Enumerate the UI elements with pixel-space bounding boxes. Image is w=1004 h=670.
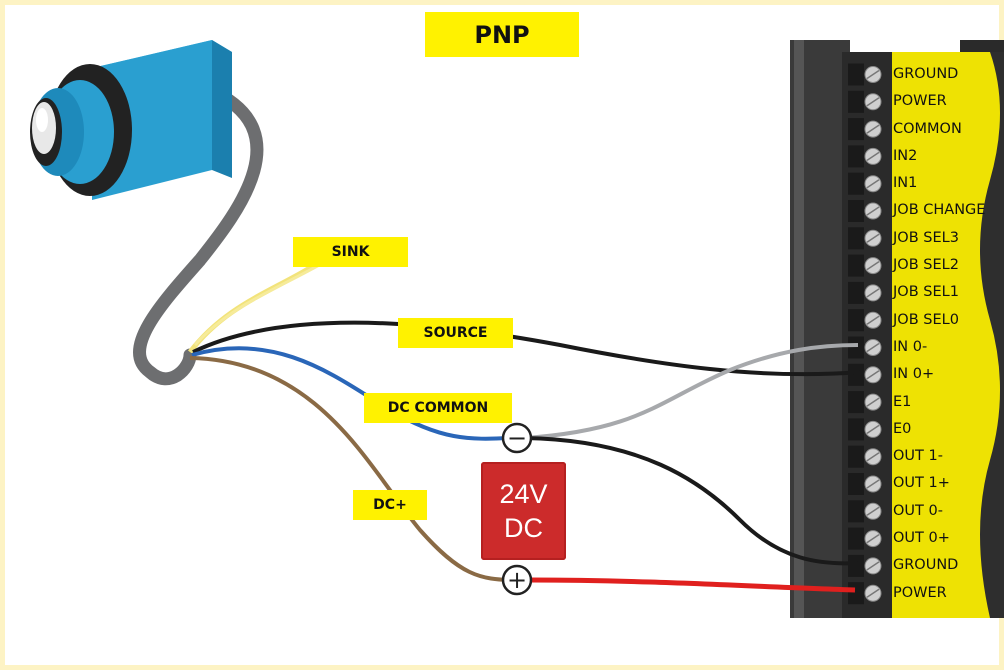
terminal-screw-icon xyxy=(848,391,882,414)
terminal-screw-icon xyxy=(848,527,882,550)
plus-terminal: + xyxy=(501,564,533,596)
sink-label: SINK xyxy=(293,237,408,267)
supply-voltage: 24V xyxy=(499,479,548,509)
terminal-label: IN2 xyxy=(893,147,918,164)
terminal-screw-icon xyxy=(848,336,882,359)
terminal-label: POWER xyxy=(893,93,947,110)
wire-source-black xyxy=(192,320,861,377)
terminal-label: JOB SEL1 xyxy=(893,284,959,301)
terminal-label: IN1 xyxy=(893,175,918,192)
terminal-screw-icon xyxy=(848,90,882,113)
terminal-screw-icon xyxy=(848,281,882,304)
terminal-label: JOB SEL0 xyxy=(893,311,959,328)
svg-text:+: + xyxy=(507,566,527,594)
minus-terminal: − xyxy=(501,422,533,454)
terminal-label: OUT 0+ xyxy=(893,530,950,547)
page-title: PNP xyxy=(425,12,579,57)
terminal-label: JOB CHANGE xyxy=(893,202,986,219)
terminal-screw-icon xyxy=(848,254,882,277)
photoelectric-sensor-icon xyxy=(30,40,232,200)
terminal-screw-icon xyxy=(848,554,882,577)
terminal-screw-icon xyxy=(848,363,882,386)
terminal-screw-icon xyxy=(848,418,882,441)
terminal-screw-icon xyxy=(848,145,882,168)
terminal-screw-icon xyxy=(848,309,882,332)
source-label: SOURCE xyxy=(398,318,513,348)
terminal-block xyxy=(790,40,1004,618)
wire-plus-to-power-red xyxy=(529,577,856,593)
svg-text:−: − xyxy=(507,424,527,452)
terminal-label: JOB SEL3 xyxy=(893,229,959,246)
terminal-label: JOB SEL2 xyxy=(893,257,959,274)
terminal-screws xyxy=(848,63,882,605)
terminal-label: POWER xyxy=(893,584,947,601)
terminal-screw-icon xyxy=(848,63,882,86)
terminal-label: OUT 0- xyxy=(893,502,943,519)
supply-type: DC xyxy=(504,513,543,543)
terminal-screw-icon xyxy=(848,118,882,141)
terminal-screw-icon xyxy=(848,200,882,222)
terminal-label: OUT 1+ xyxy=(893,475,950,492)
wire-minus-to-in0-gray xyxy=(524,343,859,440)
wire-dc-plus-brown xyxy=(189,356,516,582)
dc-plus-label: DC+ xyxy=(353,490,427,520)
wire-minus-to-ground-black xyxy=(524,436,859,566)
power-supply-24v: 24V DC xyxy=(481,462,566,560)
terminal-label: GROUND xyxy=(893,66,959,82)
terminal-screw-icon xyxy=(848,473,882,495)
terminal-screw-icon xyxy=(848,500,882,523)
terminal-label: COMMON xyxy=(893,120,962,137)
terminal-screw-icon xyxy=(848,172,882,195)
terminal-label: OUT 1- xyxy=(893,448,943,465)
terminal-label: IN 0+ xyxy=(893,366,935,383)
terminal-label: E0 xyxy=(893,420,912,437)
dc-common-label: DC COMMON xyxy=(364,393,512,423)
terminal-screw-icon xyxy=(848,445,882,468)
terminal-screw-icon xyxy=(848,227,882,250)
terminal-label: GROUND xyxy=(893,557,959,574)
terminal-label: IN 0- xyxy=(893,338,928,355)
terminal-label: E1 xyxy=(893,393,912,410)
sensor-cable xyxy=(133,83,264,386)
